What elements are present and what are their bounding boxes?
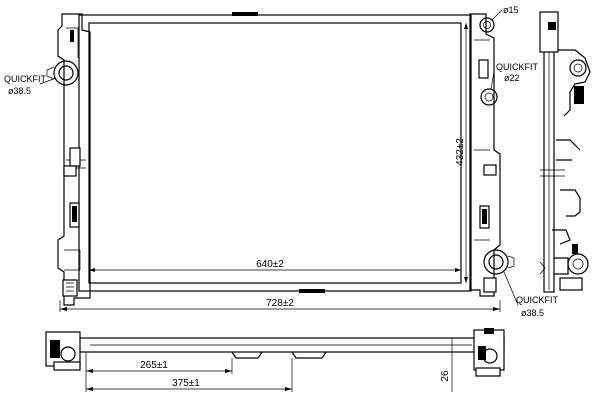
quickfit-top-left-label: QUICKFIT [4,74,47,84]
core-top-tab [232,12,258,16]
core-height-dimension: 432±2 [455,138,466,166]
right-bottom-quickfit-fitting-outer [483,249,509,275]
radiator-core-outer [78,14,472,292]
left-tank-clip-upper [69,147,81,167]
radiator-core-inner [88,22,462,284]
bracket-2 [291,351,327,359]
bracket-offset-2-dimension: 375±1 [172,378,200,389]
bracket-offset-1-dimension: 265±1 [140,360,168,371]
right-tank [469,13,501,297]
core-bottom-tab [299,289,325,293]
quickfit-mid-right-label: QUICKFIT [496,62,539,72]
left-quickfit-fitting-inner [58,65,74,81]
quickfit-mid-right-size: ø22 [504,73,520,83]
side-view [539,11,591,293]
left-tank [57,13,91,306]
quickfit-bottom-right-label: QUICKFIT [516,295,559,305]
bottom-view: 265±1 375±1 26 [45,328,505,392]
depth-dimension: 26 [440,370,451,382]
front-view: 640±2 432±2 728±2 QUICKFIT ø38.5 ø15 QUI… [4,5,559,318]
top-right-port [479,17,495,33]
core-width-dimension: 640±2 [256,259,284,270]
quickfit-top-left-size: ø38.5 [8,86,31,96]
port-top-right-label: ø15 [503,5,519,15]
right-tank-clip-upper [478,59,489,79]
left-quickfit-fitting-outer [53,60,79,86]
overall-width-dimension: 728±2 [266,298,294,309]
bracket-1 [231,351,263,359]
right-mid-quickfit-fitting [480,88,498,106]
quickfit-bottom-right-size: ø38.5 [521,308,544,318]
